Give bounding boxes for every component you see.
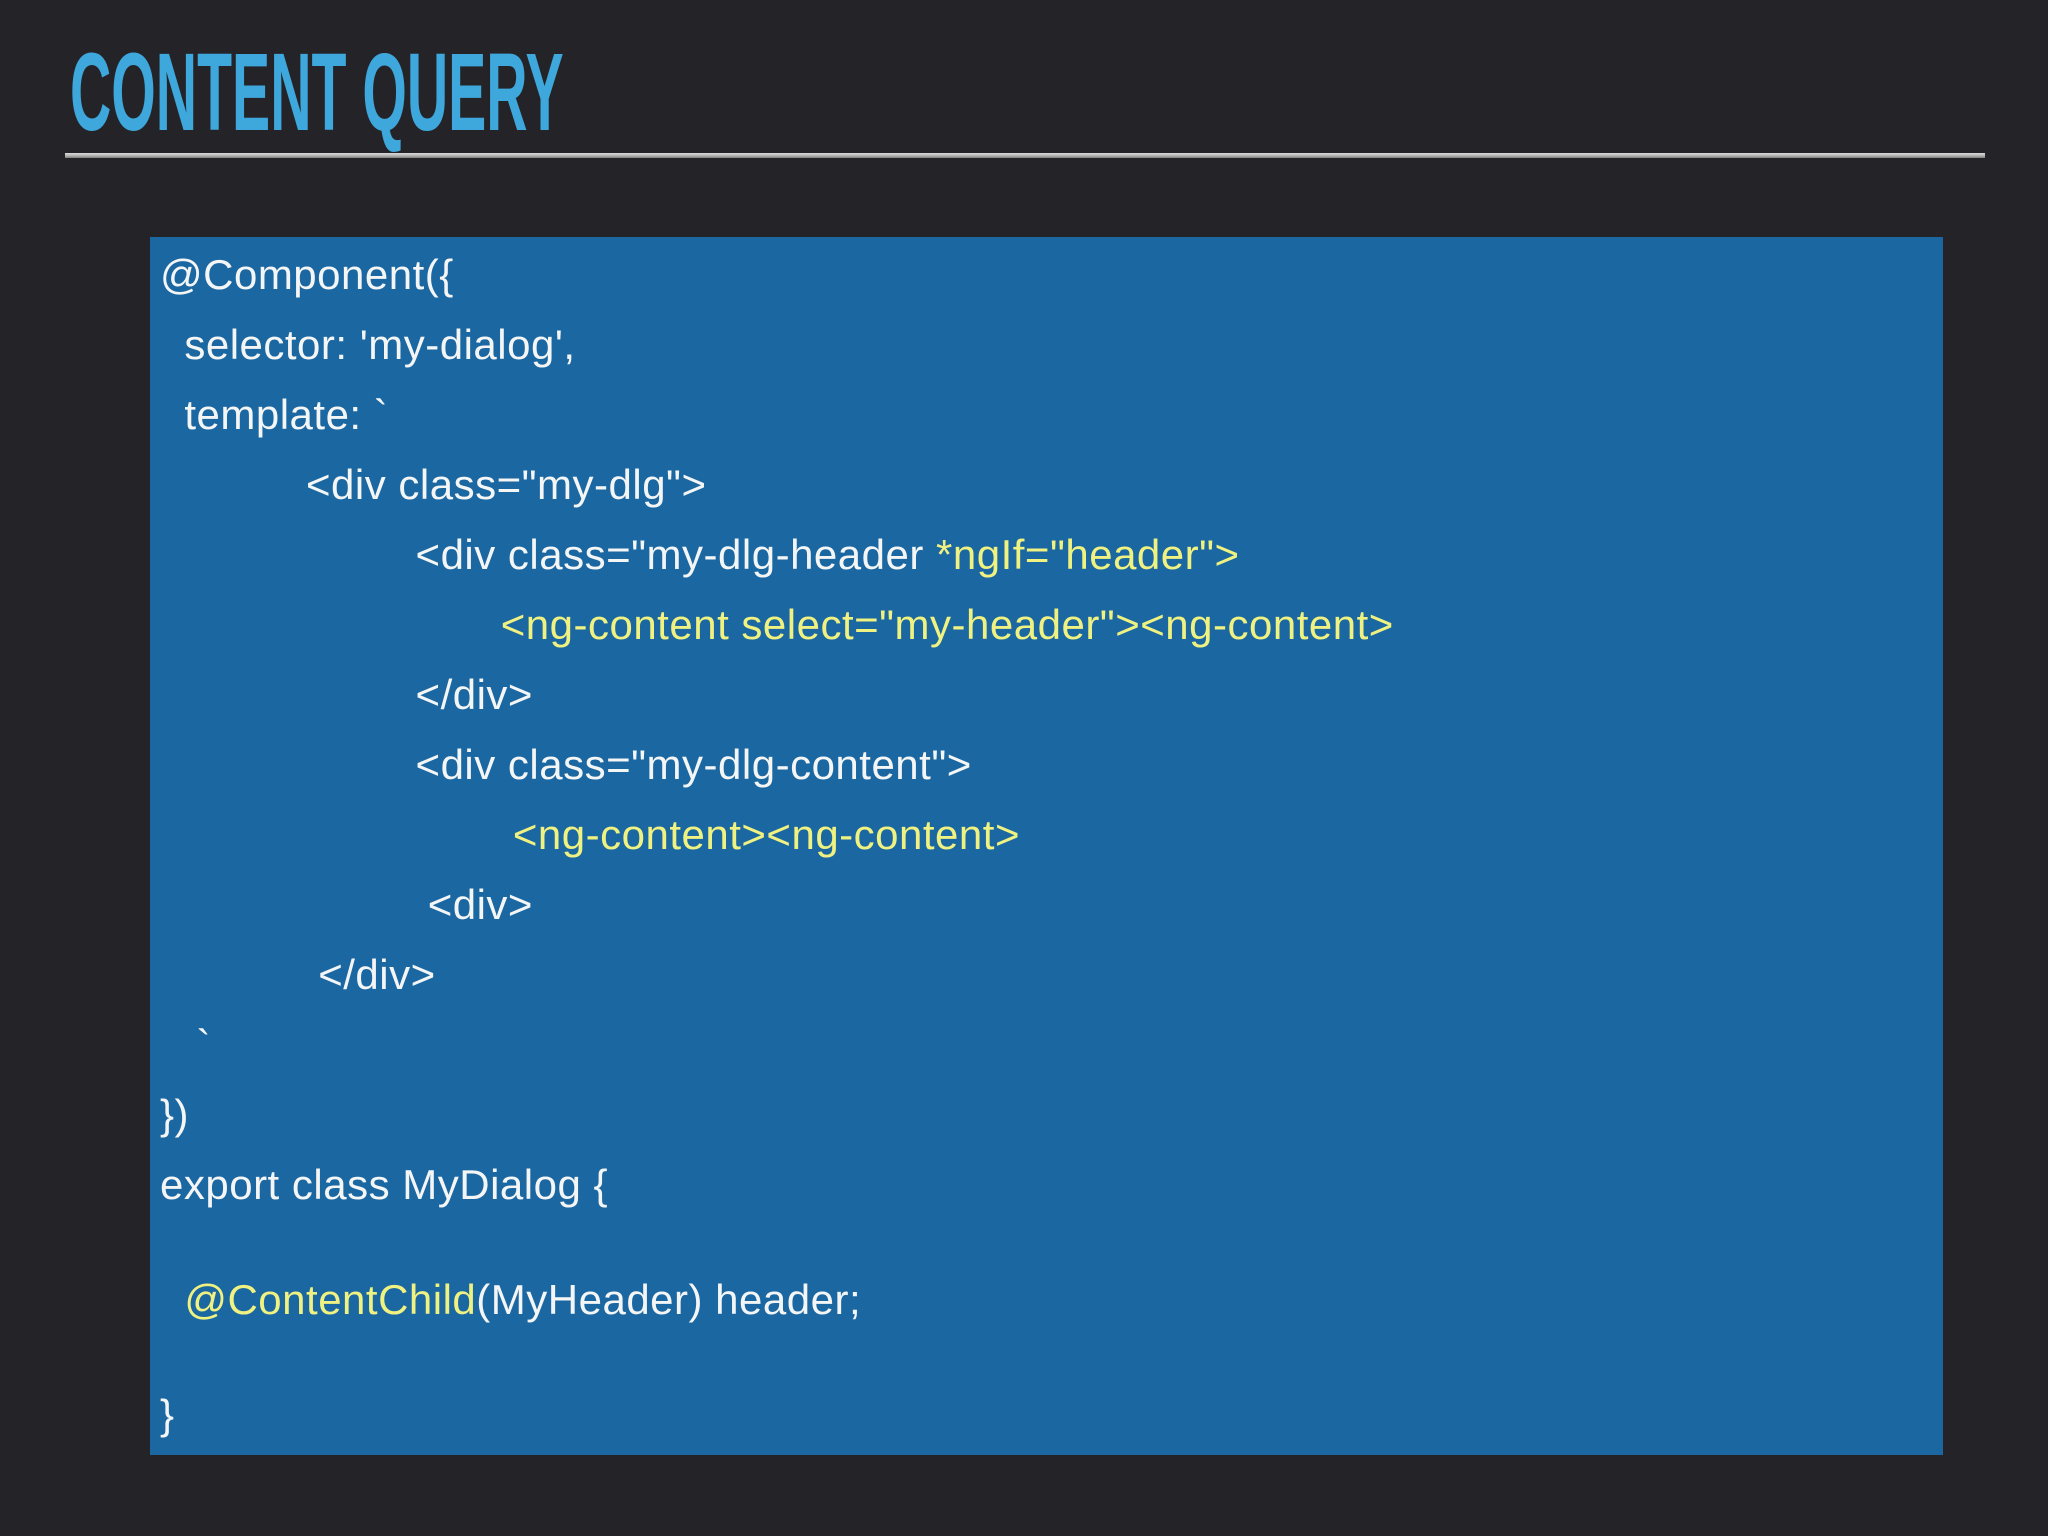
code-token: }) [160,1091,190,1138]
code-token: ` [160,1021,211,1068]
code-block: @Component({ selector: 'my-dialog', temp… [150,237,1943,1455]
code-token-highlight: *ngIf="header"> [936,531,1240,578]
code-line: <ng-content><ng-content> [160,800,1933,870]
code-line: <div> [160,870,1933,940]
code-token: } [160,1391,175,1438]
code-token-highlight: <ng-content select="my-header"><ng-conte… [500,601,1394,648]
code-line: <div class="my-dlg-header *ngIf="header"… [160,520,1933,590]
code-line: } [160,1380,1933,1450]
code-token: (MyHeader) header; [476,1276,862,1323]
code-token: <div class="my-dlg"> [160,461,707,508]
code-token-highlight: <ng-content><ng-content> [512,811,1020,858]
code-line: <div class="my-dlg-content"> [160,730,1933,800]
code-token-highlight: @ContentChild [184,1276,477,1323]
code-lines: @Component({ selector: 'my-dialog', temp… [160,240,1933,1450]
code-line: <div class="my-dlg"> [160,450,1933,520]
code-token: export class MyDialog { [160,1161,609,1208]
code-token [160,811,513,858]
code-line: template: ` [160,380,1933,450]
code-token: <div class="my-dlg-header [160,531,937,578]
code-line: export class MyDialog { [160,1150,1933,1220]
code-token: <div> [160,881,533,928]
code-token: template: ` [160,391,389,438]
slide-title: CONTENT QUERY [70,31,564,154]
code-line: </div> [160,940,1933,1010]
code-token: @Component({ [160,251,454,298]
code-line: ` [160,1010,1933,1080]
code-line [160,1335,1933,1380]
code-line: <ng-content select="my-header"><ng-conte… [160,590,1933,660]
code-token: <div class="my-dlg-content"> [160,741,972,788]
code-line: @Component({ [160,240,1933,310]
code-line: </div> [160,660,1933,730]
code-token [160,601,501,648]
code-token: selector: 'my-dialog', [160,321,576,368]
title-underline-rule [65,153,1985,158]
code-token: </div> [160,951,436,998]
code-token [160,1276,184,1323]
code-token: </div> [160,671,533,718]
code-line: @ContentChild(MyHeader) header; [160,1265,1933,1335]
code-line: selector: 'my-dialog', [160,310,1933,380]
code-line [160,1220,1933,1265]
code-line: }) [160,1080,1933,1150]
